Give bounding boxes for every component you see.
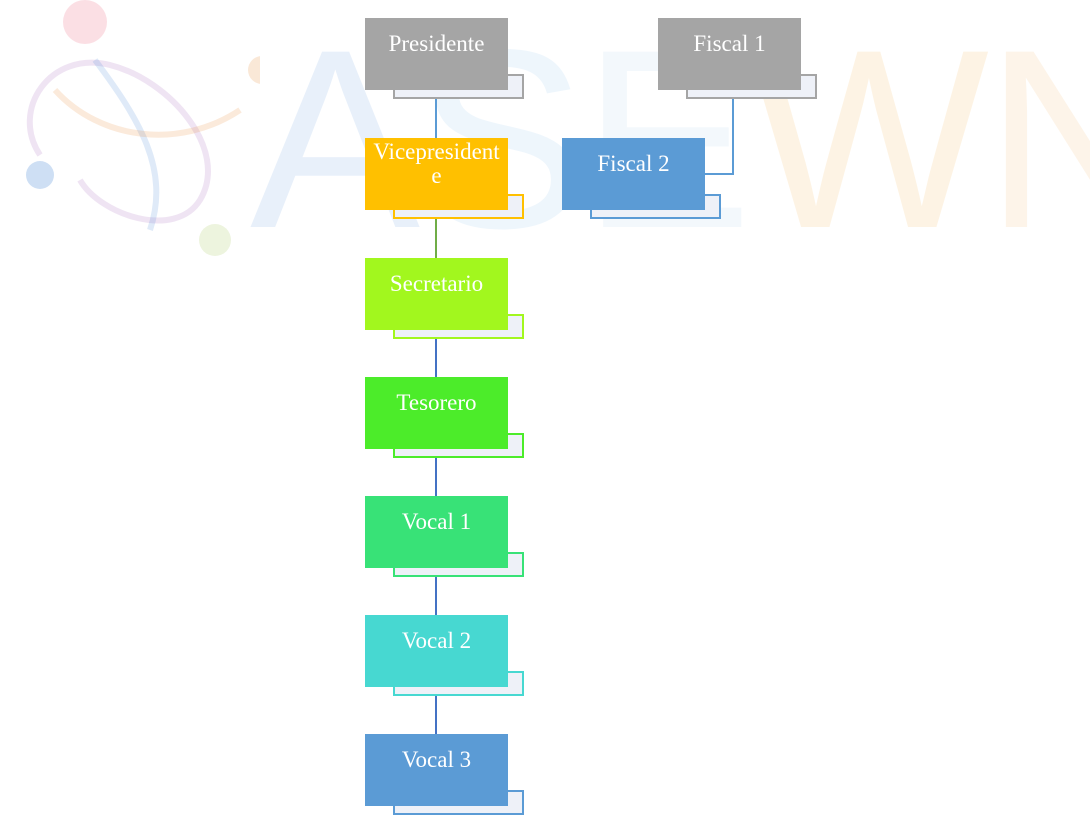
node-tesorero-label: Tesorero bbox=[365, 377, 508, 449]
node-vicepresidente-label: Vicepresidente bbox=[365, 138, 508, 210]
node-secretario-label: Secretario bbox=[365, 258, 508, 330]
node-vocal-1-label: Vocal 1 bbox=[365, 496, 508, 568]
node-tesorero: Tesorero bbox=[365, 377, 524, 458]
node-presidente: Presidente bbox=[365, 18, 524, 99]
node-fiscal-1: Fiscal 1 bbox=[658, 18, 817, 99]
node-secretario: Secretario bbox=[365, 258, 524, 339]
node-fiscal-2: Fiscal 2 bbox=[562, 138, 721, 219]
watermark-letter: N bbox=[984, 10, 1090, 270]
node-vocal-3-label: Vocal 3 bbox=[365, 734, 508, 806]
node-vocal-1: Vocal 1 bbox=[365, 496, 524, 577]
node-fiscal-2-label: Fiscal 2 bbox=[562, 138, 705, 210]
node-presidente-label: Presidente bbox=[365, 18, 508, 90]
connector-fiscal-1-fiscal-2 bbox=[705, 99, 734, 175]
node-fiscal-1-label: Fiscal 1 bbox=[658, 18, 801, 90]
node-vocal-2-label: Vocal 2 bbox=[365, 615, 508, 687]
node-vocal-2: Vocal 2 bbox=[365, 615, 524, 696]
node-vocal-3: Vocal 3 bbox=[365, 734, 524, 815]
node-vicepresidente: Vicepresidente bbox=[365, 138, 524, 219]
